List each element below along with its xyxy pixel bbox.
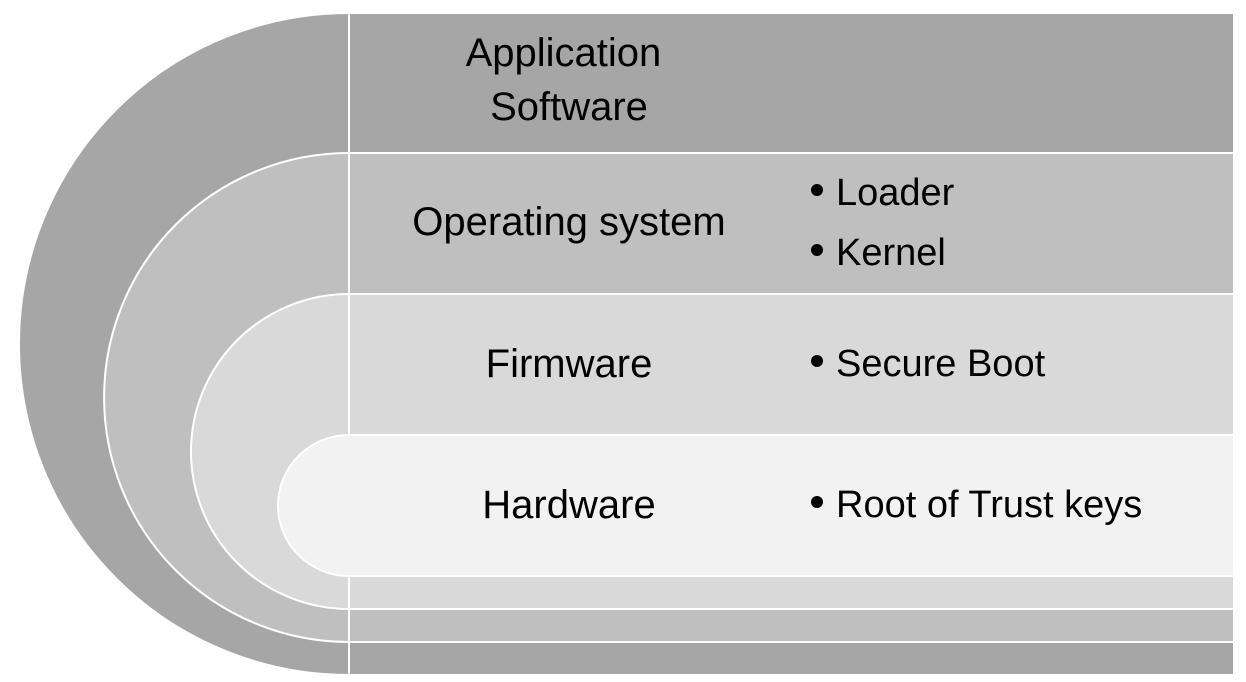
- bullet-loader: Loader: [836, 172, 955, 214]
- layer-firmware-title: Firmware: [486, 342, 653, 386]
- layer-application-software-title-line-1: Application: [466, 31, 662, 75]
- bullet-dot: [811, 244, 823, 256]
- layer-hardware-title: Hardware: [482, 483, 655, 527]
- layer-firmware-title-line-1: Firmware: [486, 342, 653, 386]
- layer-operating-system-title-line-1: Operating system: [412, 200, 725, 244]
- layer-application-software-title-line-2: Software: [490, 85, 648, 129]
- layer-hardware-shape: [277, 434, 1235, 577]
- bullet-dot: [811, 184, 823, 196]
- layer-firmware-bullets: Secure Boot: [811, 343, 1046, 385]
- layer-operating-system-title: Operating system: [412, 200, 725, 244]
- bullet-secure-boot: Secure Boot: [836, 343, 1046, 385]
- layer-hardware-bullets: Root of Trust keys: [811, 484, 1142, 526]
- layer-hardware-title-line-1: Hardware: [482, 483, 655, 527]
- bullet-dot: [811, 355, 823, 367]
- layer-hardware: Hardware Root of Trust keys: [277, 434, 1235, 577]
- bullet-root-of-trust-keys: Root of Trust keys: [836, 484, 1142, 526]
- bullet-dot: [811, 496, 823, 508]
- bullet-kernel: Kernel: [836, 232, 946, 274]
- layer-application-software-title: Application Software: [466, 31, 673, 129]
- layer-operating-system-bullets: Loader Kernel: [811, 172, 955, 274]
